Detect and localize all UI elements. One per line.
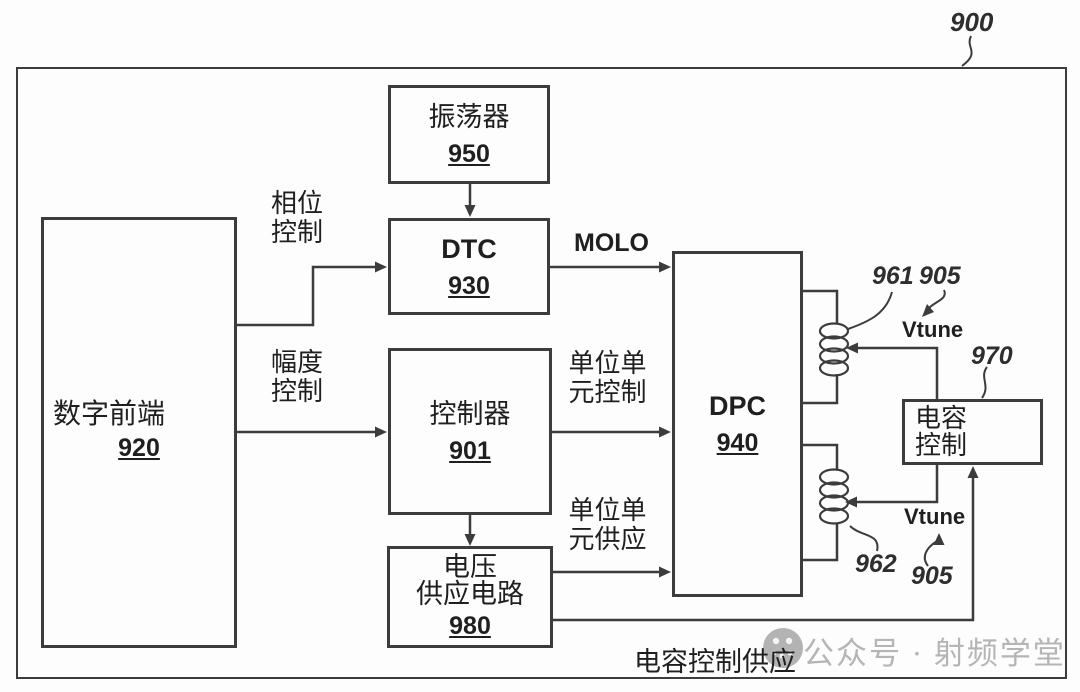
arrow-into-supply-top bbox=[464, 534, 476, 546]
controller-label: 控制器 bbox=[429, 398, 511, 429]
leader-962 bbox=[849, 525, 879, 552]
wire-vtune-top bbox=[856, 346, 939, 399]
leader-900 bbox=[961, 35, 973, 67]
label-unit-cell-control-line1: 单位单 bbox=[568, 349, 647, 378]
voltage-supply-label-line2: 供应电路 bbox=[416, 579, 524, 609]
dpc-ref: 940 bbox=[716, 429, 759, 457]
oscillator-ref: 950 bbox=[448, 139, 490, 168]
dtc-ref: 930 bbox=[448, 271, 490, 300]
label-phase-control: 相位 控制 bbox=[262, 189, 332, 247]
leader-970 bbox=[981, 366, 988, 399]
watermark-text: 公众号 · 射频学堂 bbox=[803, 636, 1066, 671]
block-dtc: DTC 930 bbox=[388, 218, 550, 315]
leader-lines bbox=[847, 35, 988, 567]
label-unit-cell-control: 单位单 元控制 bbox=[560, 349, 655, 407]
block-digital-front-end: 数字前端 920 bbox=[41, 217, 237, 648]
dpc-label: DPC bbox=[708, 391, 766, 421]
wire-vtune-bottom bbox=[855, 465, 939, 504]
system-boundary-box bbox=[16, 67, 1067, 679]
wire-inductor-top-stubs bbox=[803, 289, 839, 405]
ref-905-bottom: 905 bbox=[911, 562, 953, 590]
ref-970: 970 bbox=[971, 342, 1013, 370]
label-vtune-bottom: Vtune bbox=[904, 504, 966, 529]
ref-905-top: 905 bbox=[919, 262, 961, 290]
label-phase-control-line1: 相位 bbox=[270, 189, 323, 218]
cap-control-label-line1: 电容 bbox=[915, 404, 968, 433]
block-controller: 控制器 901 bbox=[388, 348, 552, 515]
leader-905-top bbox=[928, 289, 946, 309]
label-unit-cell-supply-line1: 单位单 bbox=[568, 496, 647, 525]
ref-961: 961 bbox=[872, 262, 914, 290]
arrow-ucs-into-dpc bbox=[659, 566, 671, 578]
leader-961 bbox=[847, 291, 893, 330]
arrow-molo-into-dpc bbox=[659, 261, 671, 273]
label-amplitude-control: 幅度 控制 bbox=[262, 348, 332, 406]
cap-control-label-line2: 控制 bbox=[915, 431, 968, 460]
block-oscillator: 振荡器 950 bbox=[388, 85, 550, 184]
block-dpc: DPC 940 bbox=[672, 251, 803, 597]
label-amplitude-control-line2: 控制 bbox=[270, 377, 323, 406]
block-voltage-supply: 电压 供应电路 980 bbox=[387, 546, 553, 648]
label-molo: MOLO bbox=[574, 229, 649, 257]
oscillator-label: 振荡器 bbox=[428, 101, 510, 132]
voltage-supply-label-line1: 电压 bbox=[443, 552, 497, 582]
block-cap-control: 电容 控制 bbox=[902, 399, 1043, 465]
label-cap-control-supply: 电容控制供应 bbox=[634, 647, 796, 677]
arrow-amp-into-controller bbox=[375, 426, 387, 438]
arrow-phase-into-dtc bbox=[375, 261, 387, 273]
digital-front-end-label: 数字前端 bbox=[53, 399, 166, 430]
wires bbox=[237, 184, 975, 622]
arrow-vtune-into-962 bbox=[845, 496, 857, 508]
ref-900: 900 bbox=[950, 7, 994, 37]
arrow-905-top bbox=[922, 304, 934, 317]
wire-inductor-bottom-stubs bbox=[803, 443, 839, 562]
label-unit-cell-supply: 单位单 元供应 bbox=[560, 496, 655, 554]
label-phase-control-line2: 控制 bbox=[270, 218, 323, 247]
dtc-label: DTC bbox=[441, 233, 497, 264]
inductor-961-coil bbox=[818, 322, 850, 377]
controller-ref: 901 bbox=[449, 436, 491, 465]
ref-962: 962 bbox=[855, 550, 897, 578]
digital-front-end-ref: 920 bbox=[118, 434, 160, 462]
label-vtune-top: Vtune bbox=[902, 317, 964, 342]
leader-905-bottom bbox=[923, 540, 938, 567]
arrow-into-capctrl-bottom bbox=[967, 466, 979, 478]
watermark-icon bbox=[763, 628, 803, 668]
arrowheads bbox=[375, 205, 979, 578]
inductor-962-coil bbox=[818, 468, 850, 525]
arrow-ucc-into-dpc bbox=[659, 426, 671, 438]
label-unit-cell-control-line2: 元控制 bbox=[568, 378, 647, 407]
arrow-into-dtc-top bbox=[464, 205, 476, 217]
voltage-supply-ref: 980 bbox=[449, 612, 491, 640]
wire-phase-control bbox=[237, 265, 376, 327]
wire-cap-control-supply bbox=[553, 477, 975, 622]
label-amplitude-control-line1: 幅度 bbox=[270, 348, 323, 377]
arrow-vtune-into-961 bbox=[846, 342, 858, 354]
label-unit-cell-supply-line2: 元供应 bbox=[568, 525, 647, 554]
